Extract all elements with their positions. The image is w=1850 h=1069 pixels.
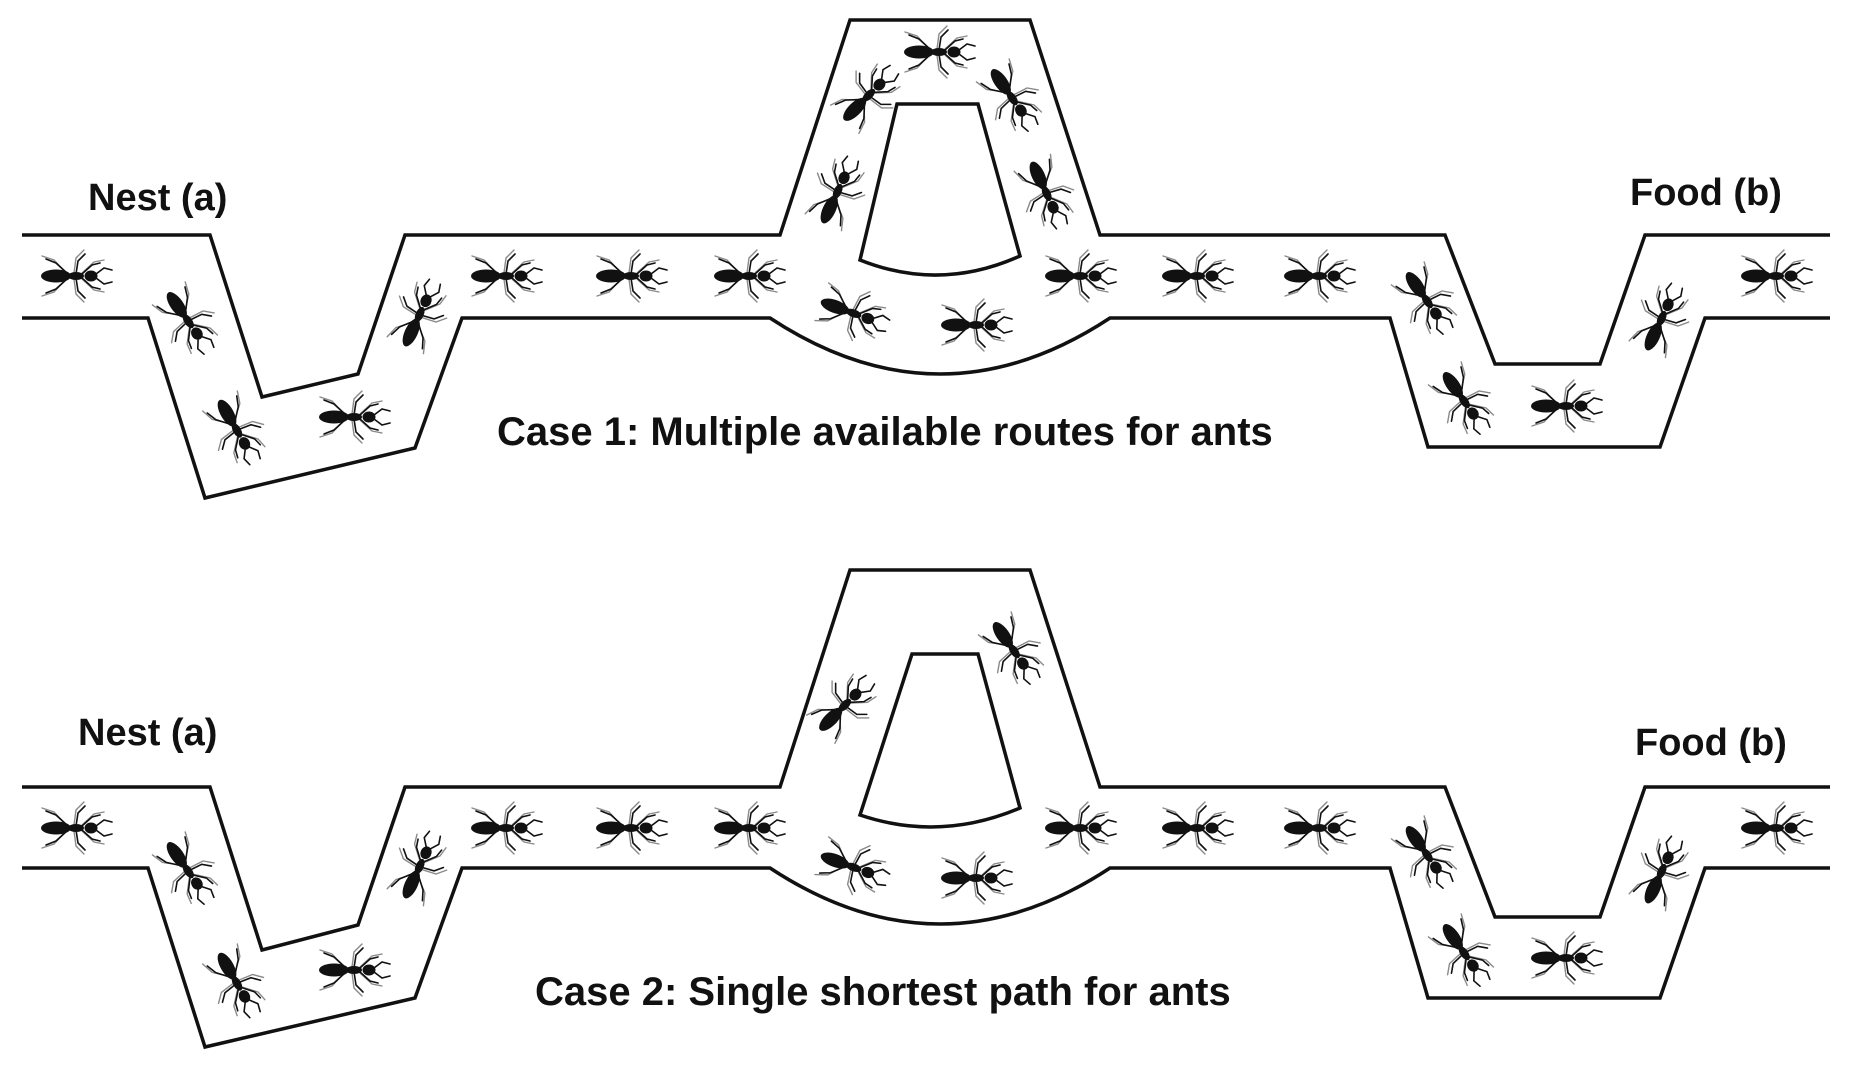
ants-case-1 xyxy=(40,25,1813,476)
ant xyxy=(1007,150,1087,239)
ant xyxy=(1385,810,1471,901)
ant xyxy=(470,801,543,855)
panel-case-1: Nest (a) Food (b) Case 1: Multiple avail… xyxy=(22,18,1830,501)
ant xyxy=(1530,931,1603,985)
ant xyxy=(1422,356,1508,447)
ant xyxy=(595,249,668,303)
ant xyxy=(1422,908,1508,999)
ant xyxy=(940,298,1013,352)
route-walls xyxy=(22,18,1830,501)
ant xyxy=(40,801,113,855)
ant xyxy=(798,146,878,235)
route-walls xyxy=(22,568,1830,1050)
ant xyxy=(1740,249,1813,303)
ant xyxy=(940,851,1013,905)
ant xyxy=(713,249,786,303)
ant xyxy=(470,249,543,303)
ant xyxy=(1385,256,1471,347)
ant xyxy=(380,269,460,358)
case-caption: Case 1: Multiple available routes for an… xyxy=(497,410,1273,454)
ant xyxy=(40,249,113,303)
ant xyxy=(903,25,976,79)
food-label: Food (b) xyxy=(1630,172,1782,214)
food-label: Food (b) xyxy=(1635,722,1787,764)
ant xyxy=(713,801,786,855)
ant xyxy=(1283,801,1356,855)
ant xyxy=(595,801,668,855)
ant xyxy=(1622,826,1702,915)
ant xyxy=(1283,249,1356,303)
ant xyxy=(318,943,391,997)
ant xyxy=(811,276,898,351)
ant xyxy=(196,939,279,1029)
ant xyxy=(1161,249,1234,303)
nest-label: Nest (a) xyxy=(88,177,227,219)
nest-label: Nest (a) xyxy=(78,712,217,754)
ant xyxy=(1161,801,1234,855)
ant xyxy=(1740,801,1813,855)
case-caption: Case 2: Single shortest path for ants xyxy=(535,970,1231,1014)
ant xyxy=(380,821,460,910)
ant xyxy=(811,830,898,905)
ant xyxy=(318,390,391,444)
ant xyxy=(824,50,914,140)
ant xyxy=(1044,249,1117,303)
ant xyxy=(1530,379,1603,433)
panel-case-2: Nest (a) Food (b) Case 2: Single shortes… xyxy=(22,568,1830,1050)
ant xyxy=(1044,801,1117,855)
ants-case-2 xyxy=(40,606,1813,1029)
ant xyxy=(1622,273,1702,362)
ant xyxy=(196,386,279,476)
